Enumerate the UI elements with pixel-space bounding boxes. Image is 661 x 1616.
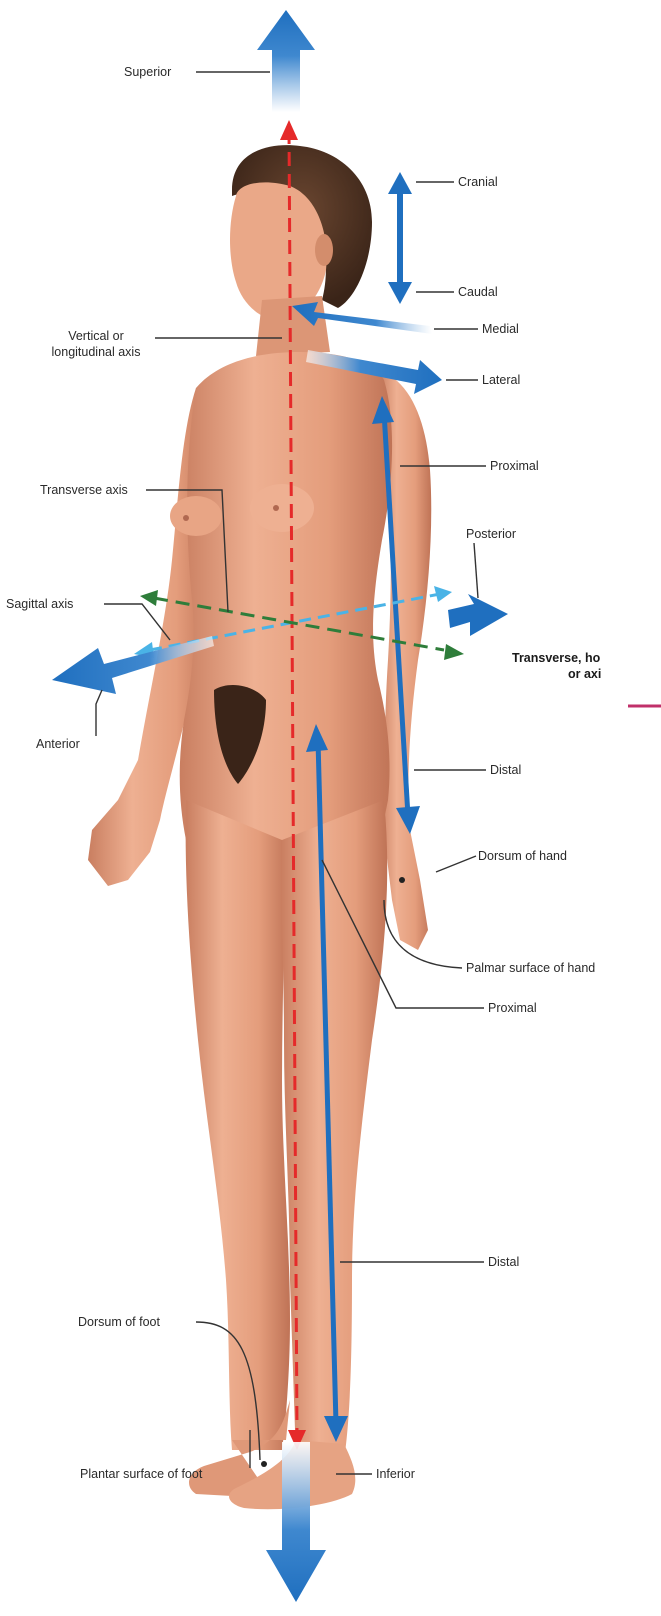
vertical-axis-label-line2: longitudinal axis	[40, 344, 152, 360]
posterior-label: Posterior	[466, 526, 516, 542]
cranial-label: Cranial	[458, 174, 498, 190]
plantar-foot-label: Plantar surface of foot	[80, 1466, 202, 1482]
distal-leg-label: Distal	[488, 1254, 519, 1270]
dorsum-foot-point	[261, 1461, 267, 1467]
arrow-right-icon	[448, 594, 508, 636]
palmar-hand-label: Palmar surface of hand	[466, 960, 595, 976]
breast-right	[170, 496, 222, 536]
transverse-plane-label-line1: Transverse, ho	[512, 650, 661, 666]
dorsum-hand-point	[399, 877, 405, 883]
medial-label: Medial	[482, 321, 519, 337]
transverse-plane-label: Transverse, ho or axi	[512, 650, 661, 682]
longitudinal-axis-top-arrowhead	[280, 120, 298, 140]
proximal-arm-label: Proximal	[490, 458, 539, 474]
superior-label: Superior	[124, 64, 171, 80]
right-leg	[186, 800, 290, 1450]
caudal-label: Caudal	[458, 284, 498, 300]
torso	[180, 352, 392, 840]
proximal-leg-label: Proximal	[488, 1000, 537, 1016]
arrow-up-icon	[257, 10, 315, 112]
dorsum-foot-label: Dorsum of foot	[78, 1314, 160, 1330]
sagittal-axis-label: Sagittal axis	[6, 596, 73, 612]
vertical-axis-label-line1: Vertical or	[40, 328, 152, 344]
dorsum-hand-label: Dorsum of hand	[478, 848, 567, 864]
vertical-axis-label: Vertical or longitudinal axis	[40, 328, 152, 360]
neck	[256, 296, 330, 356]
ear	[315, 234, 333, 266]
anterior-label: Anterior	[36, 736, 80, 752]
distal-arm-label: Distal	[490, 762, 521, 778]
double-arrow-vertical-icon	[388, 172, 412, 304]
transverse-plane-label-line2: or axi	[512, 666, 661, 682]
lateral-label: Lateral	[482, 372, 520, 388]
inferior-label: Inferior	[376, 1466, 415, 1482]
transverse-axis-label: Transverse axis	[40, 482, 128, 498]
breast-left	[250, 484, 314, 532]
